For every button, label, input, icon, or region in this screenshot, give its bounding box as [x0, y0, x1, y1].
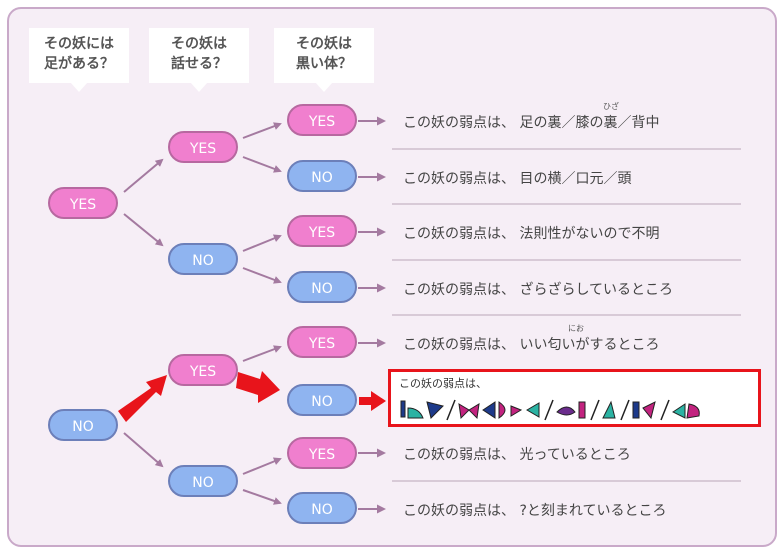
connector — [242, 234, 282, 252]
ruby-hiza: ひざ — [603, 102, 619, 111]
connector — [242, 457, 282, 475]
result-2: この妖の弱点は、 目の横／口元／頭 — [403, 171, 632, 187]
connector — [123, 432, 164, 468]
connector — [242, 345, 282, 362]
node-l3-4: NO — [287, 271, 357, 303]
node-l3-2: NO — [287, 160, 357, 192]
connector — [242, 489, 282, 505]
result-3: この妖の弱点は、 法則性がないので不明 — [403, 226, 660, 242]
node-l2-yes-a: YES — [168, 131, 238, 163]
connector — [123, 213, 164, 247]
header-black-body: その妖は黒い体？ — [274, 28, 374, 92]
red-arrow-2 — [236, 371, 280, 403]
diagram-panel — [7, 7, 777, 547]
header-can-talk: その妖は話せる？ — [149, 28, 249, 92]
node-l3-1: YES — [287, 104, 357, 136]
result-7: この妖の弱点は、 光っているところ — [403, 447, 631, 463]
highlighted-result: この妖の弱点は、 — [388, 369, 761, 427]
node-l3-5: YES — [287, 326, 357, 358]
node-l2-yes-c: YES — [168, 354, 238, 386]
result-4: この妖の弱点は、 ざらざらしているところ — [403, 282, 674, 298]
node-l3-6: NO — [287, 384, 357, 416]
cipher-symbols — [400, 399, 700, 421]
red-arrow-3 — [359, 391, 386, 411]
node-l1-yes: YES — [48, 187, 118, 219]
header-has-legs: その妖には足がある？ — [29, 28, 129, 92]
connector — [242, 156, 282, 173]
node-l2-no-b: NO — [168, 243, 238, 275]
ruby-nio: にお — [568, 324, 584, 333]
node-l3-8: NO — [287, 492, 357, 524]
connector — [123, 158, 164, 193]
node-l3-3: YES — [287, 215, 357, 247]
connector — [242, 122, 282, 139]
node-l1-no: NO — [48, 409, 118, 441]
node-l3-7: YES — [287, 437, 357, 469]
result-8: この妖の弱点は、 ?と刻まれているところ — [403, 503, 667, 519]
node-l2-no-d: NO — [168, 465, 238, 497]
red-arrow-1 — [118, 375, 167, 422]
result-1: この妖の弱点は、 足の裏／膝の裏／背中 — [403, 115, 660, 131]
highlight-lead: この妖の弱点は、 — [399, 377, 487, 390]
result-5: この妖の弱点は、 いい匂いがするところ — [403, 337, 660, 353]
connector — [242, 267, 282, 284]
